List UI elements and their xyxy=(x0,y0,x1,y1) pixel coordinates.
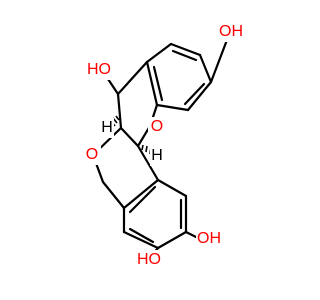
bond-double-inner xyxy=(183,82,206,106)
hydrogen-lower-stereocenter: H xyxy=(151,147,163,164)
bond-double-inner xyxy=(128,185,157,214)
bond xyxy=(136,144,160,182)
hydroxyl-upper-left: HO xyxy=(87,61,111,78)
hydroxyl-bottom-left: HO xyxy=(137,251,161,268)
atom-labels: OH HO H O O H OH HO xyxy=(83,22,244,270)
label-mask xyxy=(148,117,166,137)
bond xyxy=(169,42,202,57)
hash xyxy=(115,115,120,121)
bond xyxy=(116,92,123,130)
label-mask xyxy=(136,250,162,270)
structure-drawing: OH HO H O O H OH HO xyxy=(83,22,244,270)
hash xyxy=(145,145,148,153)
hydrogen-upper-stereocenter: H xyxy=(101,119,113,136)
bond xyxy=(198,53,213,84)
hydroxyl-bottom-right: OH xyxy=(197,230,221,247)
middle-ring xyxy=(91,126,160,210)
hydroxyl-top-right: OH xyxy=(219,23,243,40)
hashed-bond-lower-h xyxy=(141,144,152,155)
bond xyxy=(101,180,126,210)
molecule-diagram: OH HO H O O H OH HO xyxy=(83,22,244,270)
bond xyxy=(186,80,213,112)
label-mask xyxy=(150,146,164,166)
bond xyxy=(156,230,188,250)
bond xyxy=(145,60,159,107)
ring-oxygen-right: O xyxy=(151,118,163,135)
bond-double-inner xyxy=(171,49,198,62)
ring-oxygen-left: O xyxy=(86,146,98,163)
bond xyxy=(122,230,160,250)
label-mask xyxy=(86,60,112,80)
hash xyxy=(141,144,144,151)
bond xyxy=(122,178,160,210)
benzene-ring-bottom xyxy=(122,178,188,250)
label-mask xyxy=(196,229,222,249)
bond xyxy=(116,60,149,96)
bond-double-inner xyxy=(128,227,155,244)
bond xyxy=(155,103,190,112)
benzene-ring-top xyxy=(145,42,213,112)
bond xyxy=(145,42,173,64)
label-mask xyxy=(100,118,114,138)
bond-double-inner xyxy=(152,65,164,102)
label-mask xyxy=(218,22,244,42)
bond xyxy=(119,126,140,148)
label-mask xyxy=(83,145,101,165)
bond xyxy=(156,178,188,198)
